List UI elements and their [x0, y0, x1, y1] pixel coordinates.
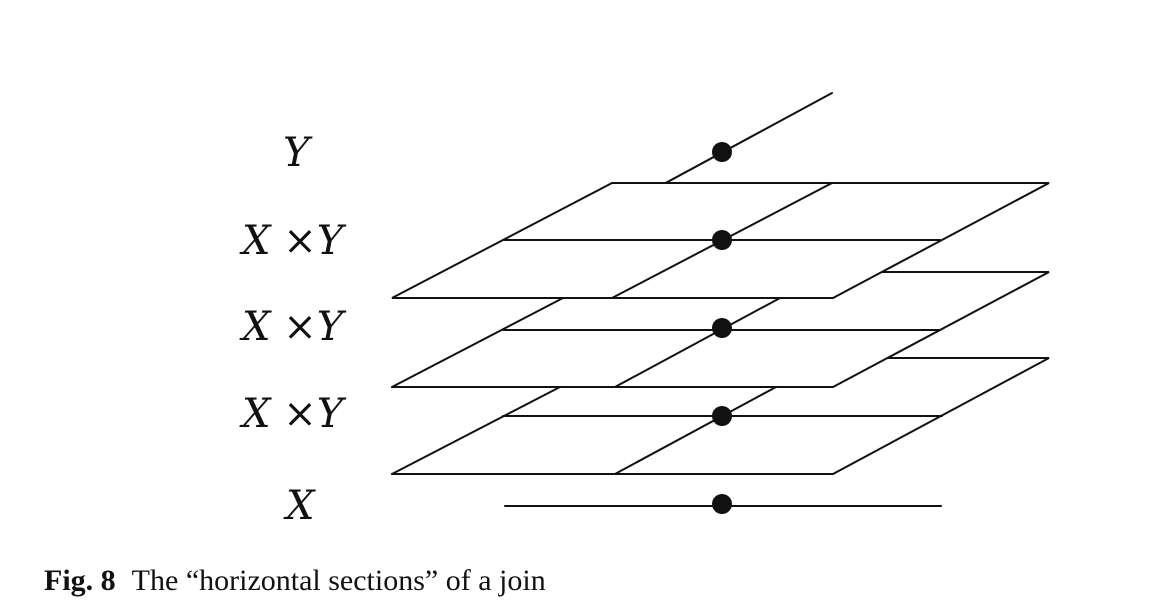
point-bottom-section — [712, 406, 732, 426]
point-top-section — [712, 230, 732, 250]
figure-number: Fig. 8 — [44, 564, 116, 597]
label-x-times-y-top: X ×Y — [239, 218, 347, 264]
figure-caption: Fig. 8 The “horizontal sections” of a joi… — [44, 564, 546, 598]
label-y: Y — [283, 130, 313, 176]
middle-section-diagonal-line — [614, 297, 781, 388]
caption-text: The “horizontal sections” of a join — [131, 564, 546, 597]
middle-section-left-edge — [391, 297, 564, 388]
point-middle-section — [712, 318, 732, 338]
bottom-section-left-edge — [391, 386, 561, 475]
label-x-times-y-middle: X ×Y — [239, 304, 347, 350]
bottom-section-diagonal-line — [614, 386, 777, 475]
point-x — [712, 494, 732, 514]
middle-section-plane — [391, 271, 1050, 388]
point-y — [712, 142, 732, 162]
label-x: X — [283, 483, 316, 529]
label-x-times-y-bottom: X ×Y — [239, 391, 347, 437]
